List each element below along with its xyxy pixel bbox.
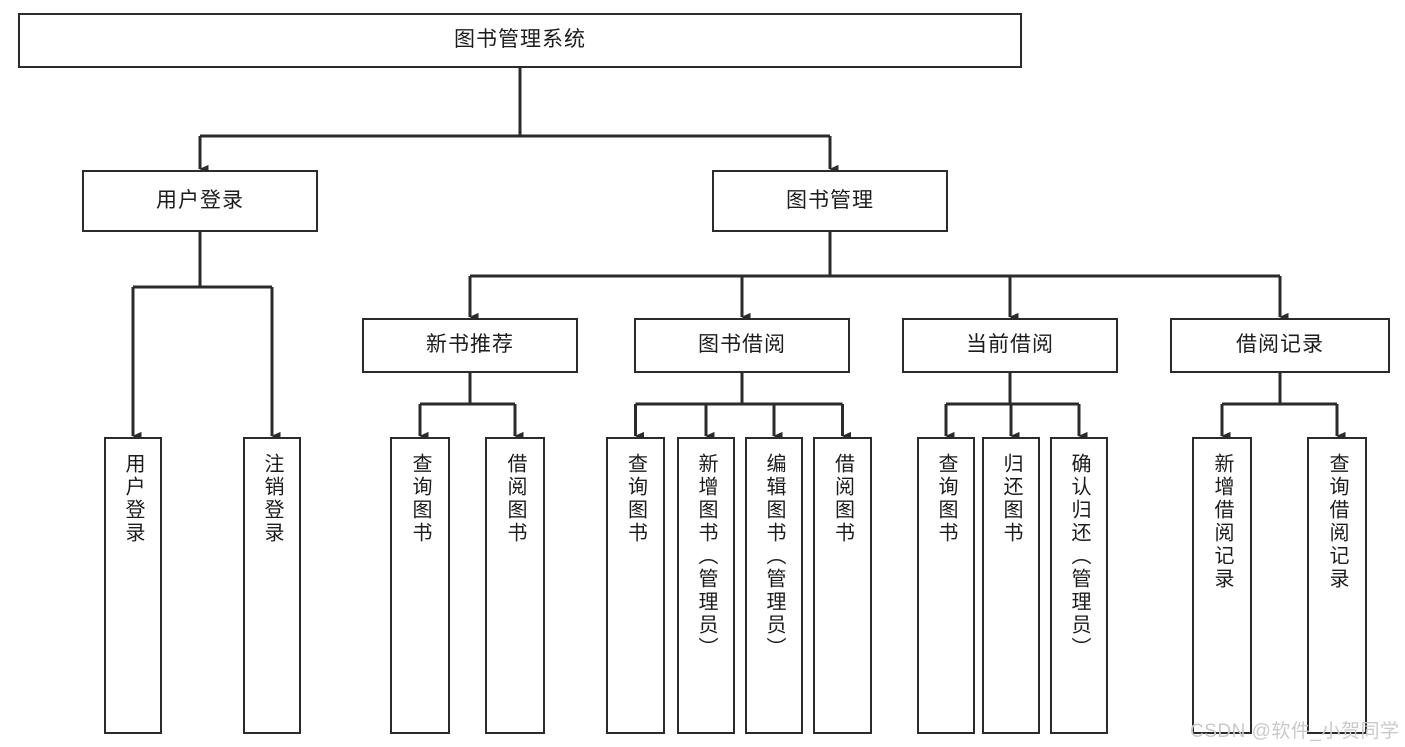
node-root-图书管理系统[interactable]: 图书管理系统 bbox=[18, 13, 1022, 68]
node-leaf-4-查询图书[interactable]: 查询图书 bbox=[606, 437, 665, 734]
node-leaf-2-查询图书[interactable]: 查询图书 bbox=[390, 437, 450, 734]
node-leaf-5-新增图书管理员[interactable]: 新增图书（管理员） bbox=[677, 437, 735, 734]
node-leaf-11-新增借阅记录-label: 新增借阅记录 bbox=[1211, 453, 1233, 591]
node-leaf-12-查询借阅记录-label: 查询借阅记录 bbox=[1326, 453, 1348, 591]
node-l3-借阅记录-label: 借阅记录 bbox=[1236, 333, 1324, 357]
node-leaf-12-查询借阅记录[interactable]: 查询借阅记录 bbox=[1307, 437, 1367, 734]
node-leaf-7-借阅图书[interactable]: 借阅图书 bbox=[813, 437, 872, 734]
node-leaf-8-查询图书[interactable]: 查询图书 bbox=[917, 437, 975, 734]
node-leaf-0-用户登录[interactable]: 用户登录 bbox=[104, 437, 162, 734]
node-l2-图书管理-label: 图书管理 bbox=[786, 188, 874, 212]
node-l3-图书借阅-label: 图书借阅 bbox=[698, 333, 786, 357]
node-leaf-8-查询图书-label: 查询图书 bbox=[935, 453, 957, 545]
node-l3-新书推荐[interactable]: 新书推荐 bbox=[362, 318, 578, 373]
node-leaf-3-借阅图书[interactable]: 借阅图书 bbox=[485, 437, 545, 734]
node-root-图书管理系统-label: 图书管理系统 bbox=[454, 28, 586, 52]
node-leaf-7-借阅图书-label: 借阅图书 bbox=[831, 453, 854, 545]
node-leaf-0-用户登录-label: 用户登录 bbox=[122, 453, 144, 545]
node-l3-借阅记录[interactable]: 借阅记录 bbox=[1170, 318, 1390, 373]
node-l3-图书借阅[interactable]: 图书借阅 bbox=[634, 318, 850, 373]
node-leaf-2-查询图书-label: 查询图书 bbox=[409, 453, 431, 545]
node-l3-当前借阅-label: 当前借阅 bbox=[966, 333, 1054, 357]
node-l2-用户登录-label: 用户登录 bbox=[156, 188, 244, 212]
node-leaf-9-归还图书[interactable]: 归还图书 bbox=[982, 437, 1040, 734]
node-l2-用户登录[interactable]: 用户登录 bbox=[82, 170, 318, 232]
node-l3-新书推荐-label: 新书推荐 bbox=[426, 333, 514, 357]
node-leaf-11-新增借阅记录[interactable]: 新增借阅记录 bbox=[1192, 437, 1252, 734]
node-l2-图书管理[interactable]: 图书管理 bbox=[712, 170, 948, 232]
node-leaf-6-编辑图书管理员[interactable]: 编辑图书（管理员） bbox=[745, 437, 803, 734]
node-leaf-5-新增图书管理员-label: 新增图书（管理员） bbox=[695, 453, 717, 660]
node-leaf-10-确认归还管理员[interactable]: 确认归还（管理员） bbox=[1050, 437, 1108, 734]
node-leaf-1-注销登录-label: 注销登录 bbox=[261, 453, 283, 545]
node-leaf-6-编辑图书管理员-label: 编辑图书（管理员） bbox=[763, 453, 785, 660]
node-leaf-4-查询图书-label: 查询图书 bbox=[624, 453, 647, 545]
node-leaf-10-确认归还管理员-label: 确认归还（管理员） bbox=[1068, 453, 1090, 660]
node-leaf-3-借阅图书-label: 借阅图书 bbox=[504, 453, 526, 545]
node-leaf-9-归还图书-label: 归还图书 bbox=[1000, 453, 1022, 545]
node-leaf-1-注销登录[interactable]: 注销登录 bbox=[243, 437, 301, 734]
node-l3-当前借阅[interactable]: 当前借阅 bbox=[902, 318, 1118, 373]
